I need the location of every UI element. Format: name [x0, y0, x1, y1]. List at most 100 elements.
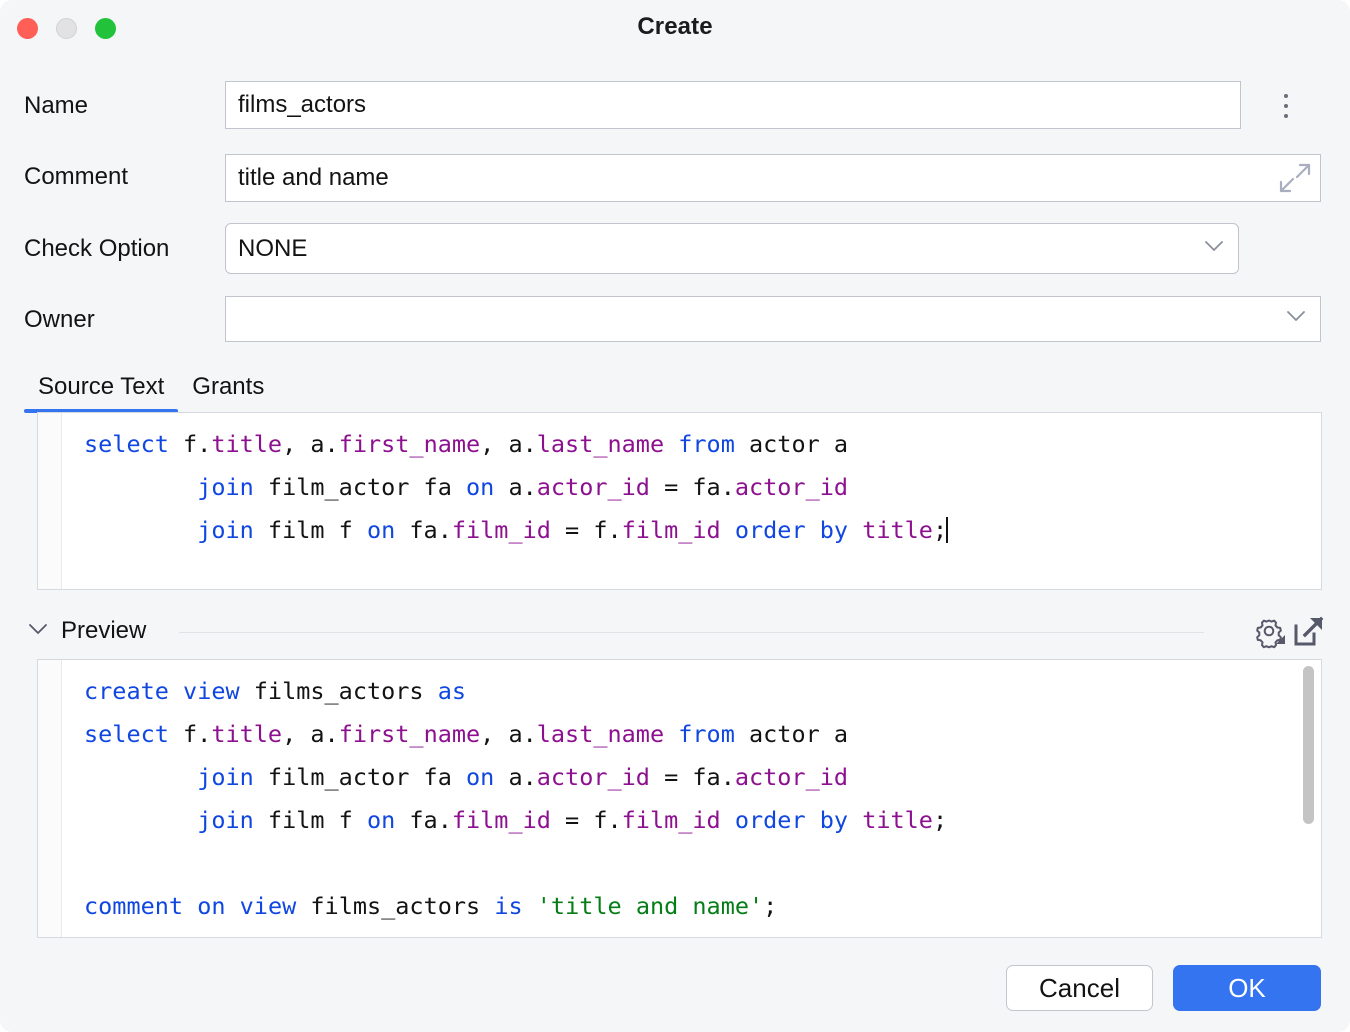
code-token: on: [197, 892, 226, 920]
preview-scrollbar[interactable]: [1303, 666, 1314, 824]
code-token: select: [84, 430, 169, 458]
code-token: on: [466, 763, 495, 791]
code-token: join: [197, 473, 254, 501]
code-token: [806, 806, 820, 834]
code-line: select f.title, a.first_name, a.last_nam…: [84, 713, 1321, 756]
code-line: select f.title, a.first_name, a.last_nam…: [84, 423, 1321, 466]
kebab-dot-1: [1284, 94, 1288, 98]
code-token: from: [678, 720, 735, 748]
source-editor-gutter: [38, 413, 62, 589]
code-token: [848, 516, 862, 544]
code-token: on: [466, 473, 495, 501]
code-token: last_name: [536, 720, 665, 748]
code-token: f.: [168, 430, 212, 458]
code-token: = fa.: [649, 473, 735, 501]
code-token: films_actors: [296, 892, 495, 920]
code-token: actor_id: [536, 473, 650, 501]
code-line: join film_actor fa on a.actor_id = fa.ac…: [84, 756, 1321, 799]
code-token: order: [734, 806, 806, 834]
code-token: fa.: [395, 806, 452, 834]
code-token: [523, 892, 537, 920]
code-token: [84, 763, 197, 791]
code-token: on: [366, 806, 396, 834]
gear-icon[interactable]: [1251, 613, 1287, 649]
code-token: first_name: [338, 720, 481, 748]
comment-label: Comment: [24, 163, 129, 190]
preview-title: Preview: [61, 617, 147, 644]
check-option-value: NONE: [238, 234, 308, 262]
code-token: view: [183, 677, 240, 705]
code-line: [84, 842, 1321, 885]
code-token: [169, 677, 183, 705]
expand-diagonal-icon[interactable]: [1278, 161, 1312, 195]
code-token: first_name: [338, 430, 481, 458]
code-token: actor a: [734, 430, 849, 458]
code-token: a.: [494, 763, 537, 791]
zoom-button[interactable]: [95, 18, 116, 39]
code-token: [226, 892, 240, 920]
code-token: [84, 516, 197, 544]
code-token: [183, 892, 197, 920]
code-token: film_actor fa: [253, 763, 467, 791]
comment-input[interactable]: title and name: [225, 154, 1321, 202]
code-token: film_id: [621, 516, 721, 544]
code-token: create: [84, 677, 169, 705]
code-token: title: [211, 720, 283, 748]
code-line: join film f on fa.film_id = f.film_id or…: [84, 799, 1321, 842]
code-token: title: [862, 516, 933, 544]
code-token: from: [678, 430, 735, 458]
code-token: [848, 806, 862, 834]
code-token: film_id: [451, 516, 551, 544]
chevron-down-icon: [1204, 240, 1224, 258]
chevron-down-icon[interactable]: [28, 623, 48, 641]
code-token: fa.: [395, 516, 452, 544]
code-token: film f: [253, 516, 367, 544]
code-token: a.: [494, 473, 537, 501]
open-in-new-window-icon[interactable]: [1292, 614, 1326, 648]
cancel-button[interactable]: Cancel: [1006, 965, 1153, 1011]
preview-header: Preview: [24, 612, 1324, 654]
code-token: ;: [763, 892, 778, 920]
owner-select[interactable]: [225, 296, 1321, 342]
code-token: ;: [932, 806, 948, 834]
kebab-dot-2: [1284, 104, 1288, 108]
close-button[interactable]: [17, 18, 38, 39]
editor-tabs: Source Text Grants: [24, 368, 278, 413]
code-token: , a.: [480, 720, 537, 748]
code-token: f.: [168, 720, 212, 748]
code-token: [721, 516, 735, 544]
ok-button[interactable]: OK: [1173, 965, 1321, 1011]
code-token: actor_id: [734, 763, 849, 791]
code-token: [806, 516, 820, 544]
code-token: film f: [253, 806, 367, 834]
kebab-menu-icon[interactable]: [1268, 86, 1304, 126]
check-option-select[interactable]: NONE: [225, 223, 1239, 274]
name-input[interactable]: films_actors: [225, 81, 1241, 129]
code-token: = fa.: [649, 763, 735, 791]
kebab-dot-3: [1284, 114, 1288, 118]
code-line: join film f on fa.film_id = f.film_id or…: [84, 509, 1321, 552]
code-token: ;: [932, 516, 948, 544]
code-token: is: [494, 892, 523, 920]
code-token: film_actor fa: [253, 473, 467, 501]
code-token: by: [819, 516, 849, 544]
code-line: create view films_actors as: [84, 670, 1321, 713]
code-token: order: [734, 516, 806, 544]
gear-dropdown-caret-icon[interactable]: [1276, 635, 1285, 644]
tab-grants[interactable]: Grants: [192, 373, 265, 400]
tab-source-text[interactable]: Source Text: [24, 373, 179, 413]
code-token: [84, 473, 197, 501]
code-line: comment on view films_actors is 'title a…: [84, 885, 1321, 928]
source-text-editor[interactable]: select f.title, a.first_name, a.last_nam…: [37, 412, 1322, 590]
code-token: [664, 430, 678, 458]
code-token: join: [197, 763, 254, 791]
comment-input-value: title and name: [238, 164, 389, 191]
title-bar: Create: [0, 0, 1350, 57]
minimize-button[interactable]: [56, 18, 77, 39]
code-token: [721, 806, 735, 834]
code-token: as: [437, 677, 467, 705]
text-caret: [946, 517, 949, 543]
